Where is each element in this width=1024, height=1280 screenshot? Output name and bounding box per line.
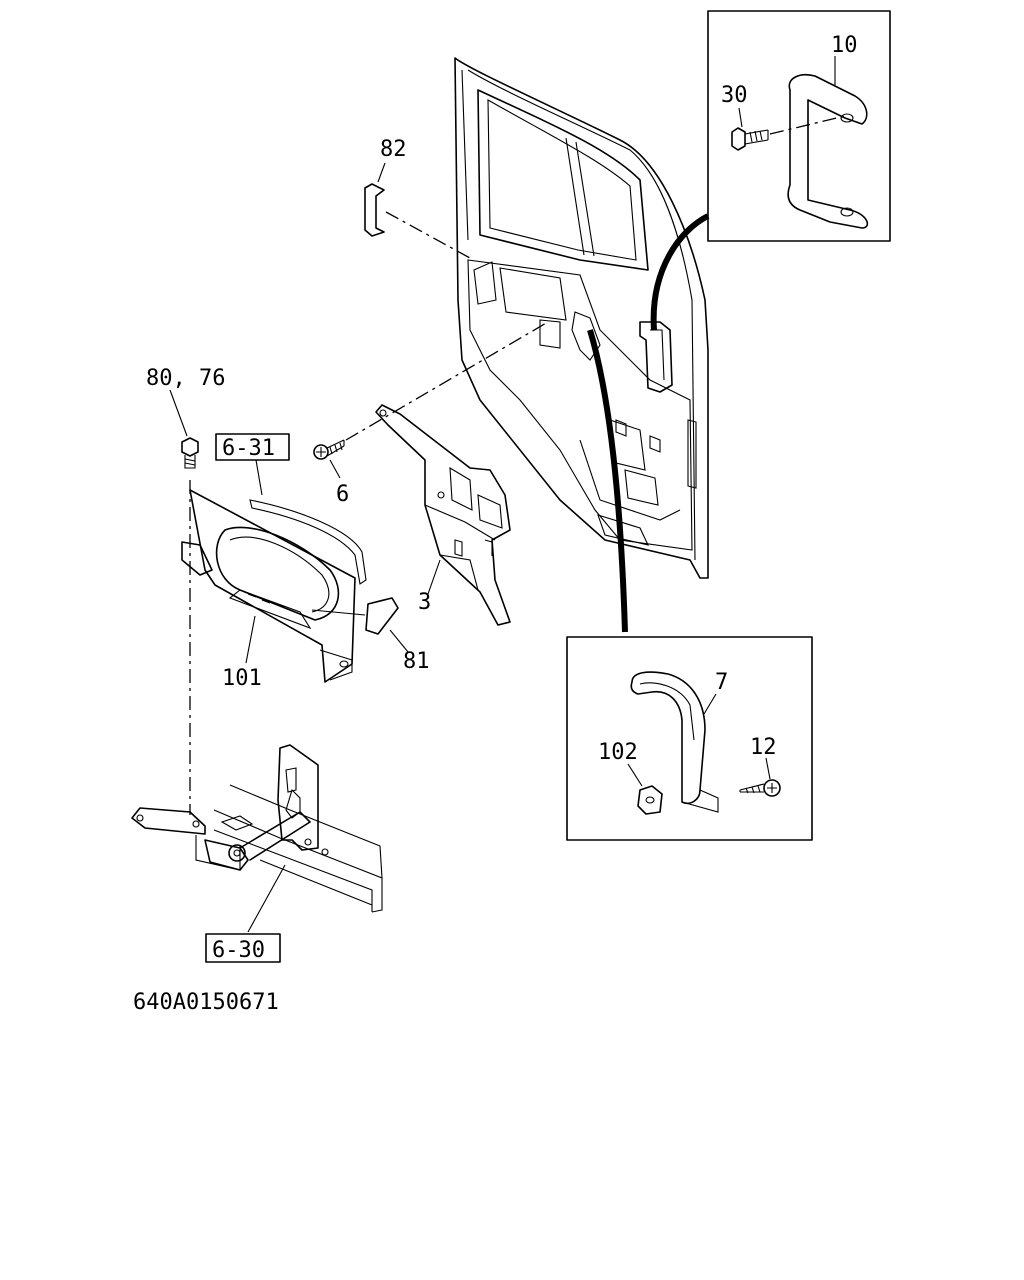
door-panel <box>454 57 709 579</box>
leader-6-31 <box>255 459 263 496</box>
callout-6-30: 6-30 <box>212 938 265 963</box>
ref-box-6-30 <box>205 933 281 963</box>
callout-6-31: 6-31 <box>222 436 275 461</box>
callout-3: 3 <box>418 590 431 615</box>
ref-box-6-31 <box>215 433 290 461</box>
callout-12: 12 <box>750 735 777 760</box>
callout-101: 101 <box>222 666 262 691</box>
callout-80-76: 80, 76 <box>146 366 225 391</box>
callout-6: 6 <box>336 482 349 507</box>
callout-30: 30 <box>721 83 748 108</box>
callout-10: 10 <box>831 33 858 58</box>
bolt-80-76 <box>169 389 199 815</box>
pad-81 <box>311 597 409 653</box>
cable-upper <box>650 213 710 331</box>
hinge-assembly <box>131 744 383 933</box>
bracket-82 <box>364 162 471 259</box>
screw-6 <box>313 321 549 479</box>
callout-82: 82 <box>380 137 407 162</box>
panel-101 <box>181 489 367 683</box>
inset-handle-7 <box>566 636 813 841</box>
bracket-3 <box>375 404 511 626</box>
diagram-id: 640A0150671 <box>133 990 279 1015</box>
callout-102: 102 <box>598 740 638 765</box>
callout-7: 7 <box>715 670 728 695</box>
callout-81: 81 <box>403 649 430 674</box>
inset-handle-10 <box>707 10 891 242</box>
cable-lower <box>587 329 628 633</box>
